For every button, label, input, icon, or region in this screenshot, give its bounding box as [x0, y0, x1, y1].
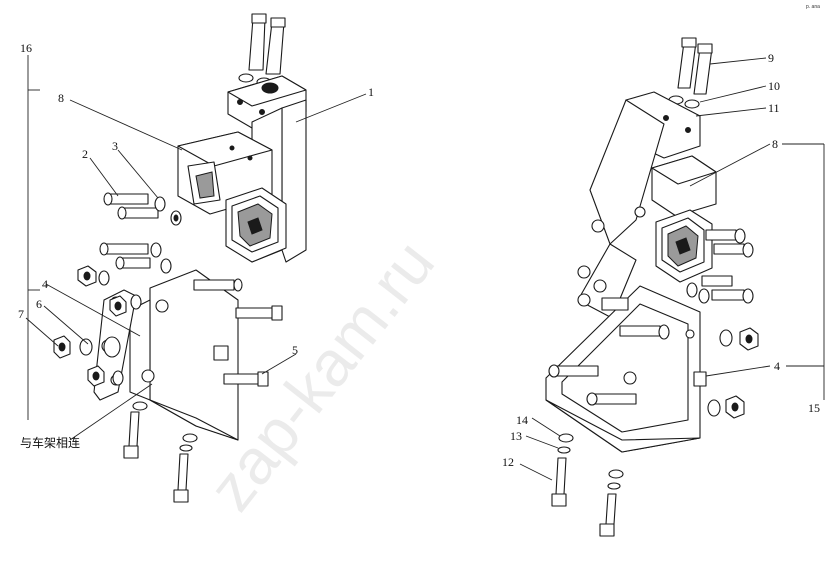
callout-9: 9 — [768, 51, 774, 65]
right-bolts — [548, 228, 754, 406]
left-bolts-lower — [123, 345, 269, 503]
callout-8: 8 — [58, 91, 64, 105]
left-bolts-mid — [99, 242, 283, 321]
callout-4-right: 4 — [774, 359, 780, 373]
callout-14: 14 — [516, 413, 528, 427]
callout-10: 10 — [768, 79, 780, 93]
callout-11: 11 — [768, 101, 780, 115]
right-bracket-housing — [651, 155, 717, 217]
left-middle-plate — [129, 269, 239, 441]
left-top-bolts — [238, 13, 286, 87]
callout-16: 16 — [20, 41, 32, 55]
callout-12: 12 — [502, 455, 514, 469]
frame-connection-note: 与车架相连 — [20, 435, 80, 450]
left-nuts-washers — [53, 265, 142, 387]
callout-13: 13 — [510, 429, 522, 443]
corner-mark: p. ana — [806, 4, 820, 10]
right-rubber-mount — [655, 209, 713, 283]
left-bolts-part2 — [103, 192, 182, 226]
callout-4: 4 — [42, 277, 48, 291]
callout-2: 2 — [82, 147, 88, 161]
right-leader-lines — [519, 57, 825, 481]
left-leader-lines — [25, 55, 367, 441]
left-rubber-mount — [225, 187, 287, 263]
right-nuts-washers — [551, 327, 759, 537]
callout-8-right: 8 — [772, 137, 778, 151]
callout-7: 7 — [18, 307, 24, 321]
callout-5: 5 — [292, 343, 298, 357]
right-tall-bracket — [577, 91, 701, 319]
left-assembly: 16 8 1 3 2 4 6 7 5 与车架相连 — [18, 13, 374, 503]
left-bracket-housing — [177, 131, 273, 215]
callout-15: 15 — [808, 401, 820, 415]
right-assembly: 9 10 11 8 4 15 14 13 12 — [502, 37, 825, 537]
callout-6: 6 — [36, 297, 42, 311]
callout-1: 1 — [368, 85, 374, 99]
callout-3: 3 — [112, 139, 118, 153]
